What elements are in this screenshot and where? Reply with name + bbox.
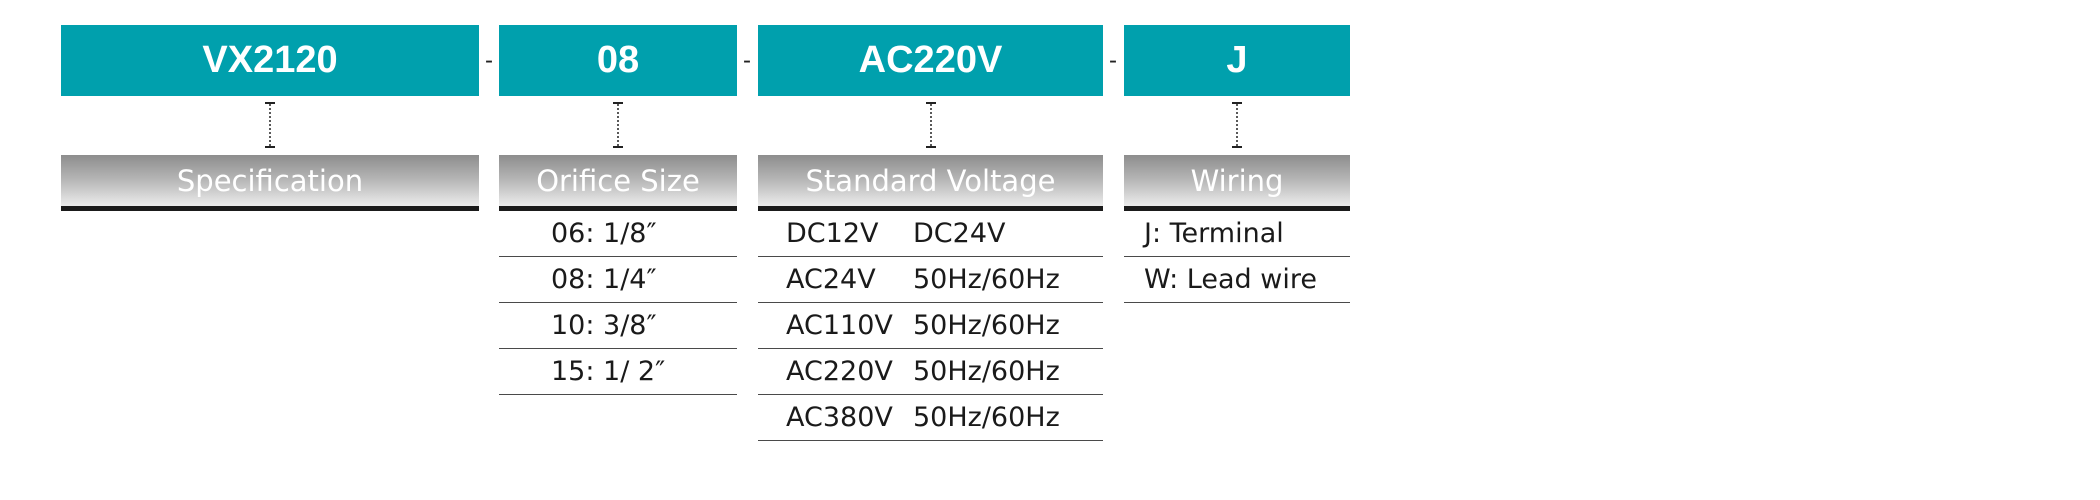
connector-wiring xyxy=(1231,102,1243,148)
header-wiring: Wiring xyxy=(1124,155,1350,211)
header-label: Orifice Size xyxy=(536,163,700,198)
voltage-option: DC12V xyxy=(786,218,879,249)
voltage-detail: 50Hz/60Hz xyxy=(913,356,1060,387)
voltage-option: AC24V xyxy=(786,264,876,295)
voltage-option: AC380V xyxy=(786,402,893,433)
wiring-code-box: J xyxy=(1124,25,1350,96)
header-label: Wiring xyxy=(1190,163,1284,198)
voltage-detail: 50Hz/60Hz xyxy=(913,402,1060,433)
header-label: Standard Voltage xyxy=(805,163,1056,198)
list-item: 06: 1/8″ xyxy=(499,211,737,257)
header-orifice-size: Orifice Size xyxy=(499,155,737,211)
voltage-detail: DC24V xyxy=(913,218,1006,249)
orifice-option: 08: 1/4″ xyxy=(551,264,657,295)
connector-spec xyxy=(264,102,276,148)
model-code: VX2120 xyxy=(202,39,338,81)
header-specification: Specification xyxy=(61,155,479,211)
header-label: Specification xyxy=(176,163,364,198)
list-item: AC110V 50Hz/60Hz xyxy=(758,303,1103,349)
orifice-code-box: 08 xyxy=(499,25,737,96)
connector-voltage xyxy=(925,102,937,148)
voltage-detail: 50Hz/60Hz xyxy=(913,264,1060,295)
orifice-size-list: 06: 1/8″ 08: 1/4″ 10: 3/8″ 15: 1/ 2″ xyxy=(499,211,737,395)
code-separator: - xyxy=(737,25,757,96)
code-separator: - xyxy=(479,25,499,96)
list-item: J: Terminal xyxy=(1124,211,1350,257)
voltage-option: AC110V xyxy=(786,310,893,341)
model-code-box: VX2120 xyxy=(61,25,479,96)
voltage-detail: 50Hz/60Hz xyxy=(913,310,1060,341)
voltage-code: AC220V xyxy=(858,39,1003,81)
separator-text: - xyxy=(743,46,751,74)
orifice-option: 15: 1/ 2″ xyxy=(551,356,666,387)
separator-text: - xyxy=(485,46,493,74)
list-item: 10: 3/8″ xyxy=(499,303,737,349)
list-item: W: Lead wire xyxy=(1124,257,1350,303)
voltage-list: DC12V DC24V AC24V 50Hz/60Hz AC110V 50Hz/… xyxy=(758,211,1103,441)
code-separator: - xyxy=(1103,25,1123,96)
list-item: 15: 1/ 2″ xyxy=(499,349,737,395)
list-item: DC12V DC24V xyxy=(758,211,1103,257)
wiring-code: J xyxy=(1226,39,1248,81)
wiring-list: J: Terminal W: Lead wire xyxy=(1124,211,1350,303)
list-item: AC24V 50Hz/60Hz xyxy=(758,257,1103,303)
voltage-code-box: AC220V xyxy=(758,25,1103,96)
orifice-option: 10: 3/8″ xyxy=(551,310,657,341)
orifice-option: 06: 1/8″ xyxy=(551,218,657,249)
wiring-option: J: Terminal xyxy=(1144,218,1284,249)
separator-text: - xyxy=(1109,46,1117,74)
voltage-option: AC220V xyxy=(786,356,893,387)
orifice-code: 08 xyxy=(596,39,640,81)
list-item: 08: 1/4″ xyxy=(499,257,737,303)
header-standard-voltage: Standard Voltage xyxy=(758,155,1103,211)
wiring-option: W: Lead wire xyxy=(1144,264,1317,295)
list-item: AC220V 50Hz/60Hz xyxy=(758,349,1103,395)
list-item: AC380V 50Hz/60Hz xyxy=(758,395,1103,441)
connector-orifice xyxy=(612,102,624,148)
